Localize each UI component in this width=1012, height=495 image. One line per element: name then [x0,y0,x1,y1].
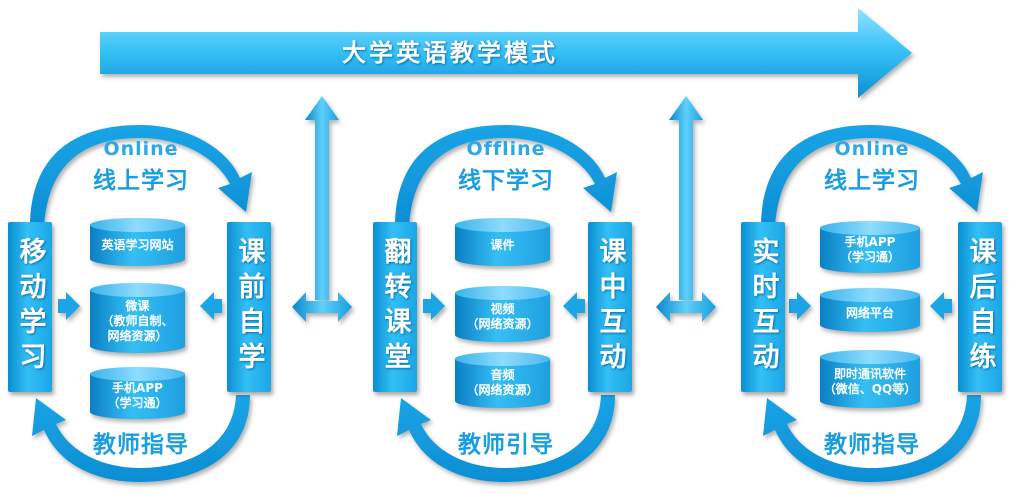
panel-1-left-pillar-label: 移动学习 [14,237,46,377]
panel-3-item-3: 即时通讯软件 （微信、QQ等） [820,350,920,408]
panel-2-item-1: 课件 [455,218,550,266]
panel-3-item-1-label: 手机APP （学习通） [839,235,900,264]
panel-3-left-pillar: 实时互动 [741,222,785,392]
panel-1-left-pillar: 移动学习 [8,222,52,392]
cycle-ring-2 [395,125,617,482]
cycle-ring-1 [30,125,252,482]
panel-1-right-pillar: 课前自学 [227,222,271,392]
panel-2-bottom-label: 教师引导 [458,432,554,458]
vertical-arrow-2 [669,96,703,300]
panel-1-item-2-label: 微课 （教师自制、 网络资源） [101,298,174,343]
arrow-in-left-2 [423,292,445,320]
arrow-in-left-1 [58,292,80,320]
panel-1-bottom-label: 教师指导 [93,432,189,458]
panel-1-right-pillar-label: 课前自学 [233,237,265,377]
panel-2-right-pillar: 课中互动 [588,222,632,392]
panel-3-right-pillar-label: 课后自练 [964,237,996,377]
arrow-in-left-3 [789,292,811,320]
panel-2-item-1-label: 课件 [490,237,515,252]
panel-3-item-2: 网络平台 [820,288,920,332]
panel-3-en-title: Online [834,138,910,160]
vertical-arrow-1 [305,96,339,300]
main-title: 大学英语教学模式 [342,39,558,67]
arrow-in-right-2 [563,292,585,320]
panel-1-item-2: 微课 （教师自制、 网络资源） [90,283,185,353]
arrow-in-right-3 [930,292,952,320]
panel-1-en-title: Online [103,138,179,160]
panel-1-item-1: 英语学习网站 [90,218,185,266]
top-arrow [100,8,912,98]
panel-3-item-3-label: 即时通讯软件 （微信、QQ等） [823,367,917,396]
panel-2-left-pillar-label: 翻转课堂 [379,237,411,377]
panel-2-item-2: 视频 （网络资源） [455,286,550,342]
panel-2-en-title: Offline [466,138,546,160]
panel-3-bottom-label: 教师指导 [824,432,920,458]
panel-2-right-pillar-label: 课中互动 [594,237,626,377]
panel-3-left-pillar-label: 实时互动 [747,237,779,377]
cycle-ring-3 [761,125,983,482]
panel-1-item-3: 手机APP （学习通） [90,367,185,419]
horizontal-arrow-1 [292,292,352,322]
panel-1-zh-title: 线上学习 [93,168,189,194]
panel-3-item-2-label: 网络平台 [845,305,894,320]
arrow-in-right-1 [200,292,222,320]
panel-2-item-2-label: 视频 （网络资源） [466,302,539,331]
panel-2-item-3: 音频 （网络资源） [455,352,550,408]
panel-3-item-1: 手机APP （学习通） [820,221,920,273]
panel-2-item-3-label: 音频 （网络资源） [466,368,539,397]
horizontal-arrow-2 [656,292,716,322]
panel-3-zh-title: 线上学习 [824,168,920,194]
panel-1-item-3-label: 手机APP （学习通） [107,381,168,410]
panel-2-left-pillar: 翻转课堂 [373,222,417,392]
panel-1-item-1-label: 英语学习网站 [101,237,174,252]
panel-2-zh-title: 线下学习 [458,168,554,194]
panel-3-right-pillar: 课后自练 [958,222,1002,392]
